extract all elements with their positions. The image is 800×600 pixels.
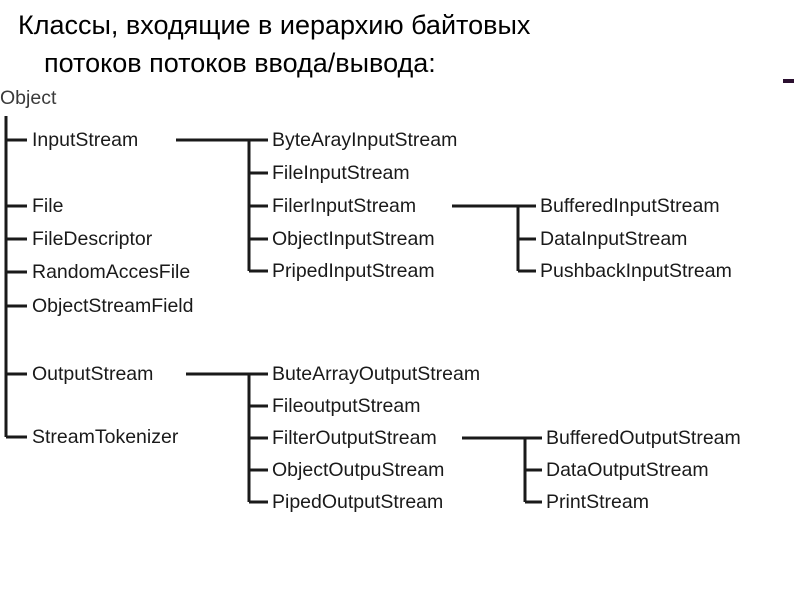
node-objectstreamfield: ObjectStreamField xyxy=(32,295,194,317)
node-objectinputstream: ObjectInputStream xyxy=(272,228,435,250)
node-fileinputstream: FileInputStream xyxy=(272,162,410,184)
node-butearrayoutputstream: ButeArrayOutputStream xyxy=(272,363,481,385)
node-printstream: PrintStream xyxy=(546,491,649,513)
node-file: File xyxy=(32,195,64,217)
node-inputstream: InputStream xyxy=(32,129,139,151)
page-title-line-2: потоков потоков ввода/вывода: xyxy=(44,48,436,78)
node-bufferedoutputstream: BufferedOutputStream xyxy=(546,427,741,449)
node-filedescriptor: FileDescriptor xyxy=(32,228,153,250)
node-pushbackinputstream: PushbackInputStream xyxy=(540,260,732,282)
node-fileoutputstream: FileoutputStream xyxy=(272,395,421,417)
node-pipedoutputstream: PipedOutputStream xyxy=(272,491,444,513)
node-filerinputstream: FilerInputStream xyxy=(272,195,417,217)
stray-mark xyxy=(783,79,794,83)
node-pripedinputstream: PripedInputStream xyxy=(272,260,435,282)
page-title-line-1: Классы, входящие в иерархию байтовых xyxy=(18,10,531,40)
node-bytearayinputstream: ByteArayInputStream xyxy=(272,129,458,151)
node-streamtokenizer: StreamTokenizer xyxy=(32,426,179,448)
node-outputstream: OutputStream xyxy=(32,363,154,385)
node-objectoutpustream: ObjectOutpuStream xyxy=(272,459,445,481)
page-title: Классы, входящие в иерархию байтовых пот… xyxy=(0,6,790,82)
node-dataoutputstream: DataOutputStream xyxy=(546,459,709,481)
node-filteroutputstream: FilterOutputStream xyxy=(272,427,437,449)
node-randomaccesfile: RandomAccesFile xyxy=(32,261,191,283)
node-object: Object xyxy=(0,87,57,109)
node-datainputstream: DataInputStream xyxy=(540,228,688,250)
node-bufferedinputstream: BufferedInputStream xyxy=(540,195,720,217)
